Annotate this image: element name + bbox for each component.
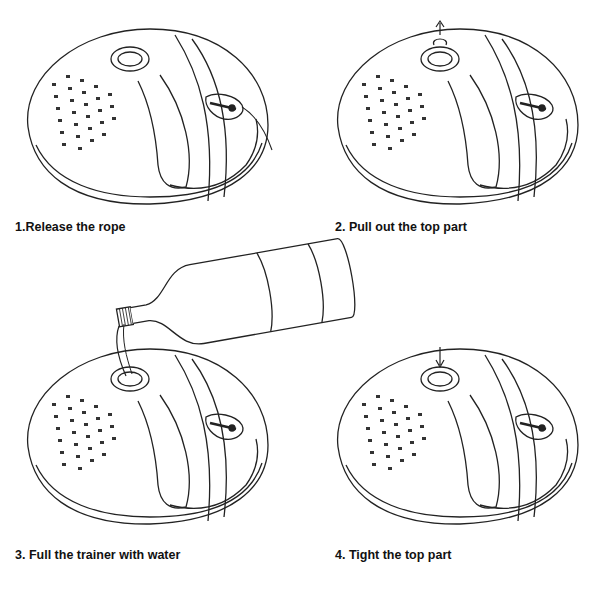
step-caption: 3. Full the trainer with water: [15, 548, 180, 563]
step-caption: 1.Release the rope: [15, 220, 125, 235]
step-caption: 4. Tight the top part: [335, 548, 451, 563]
step-caption: 2. Pull out the top part: [335, 220, 467, 235]
